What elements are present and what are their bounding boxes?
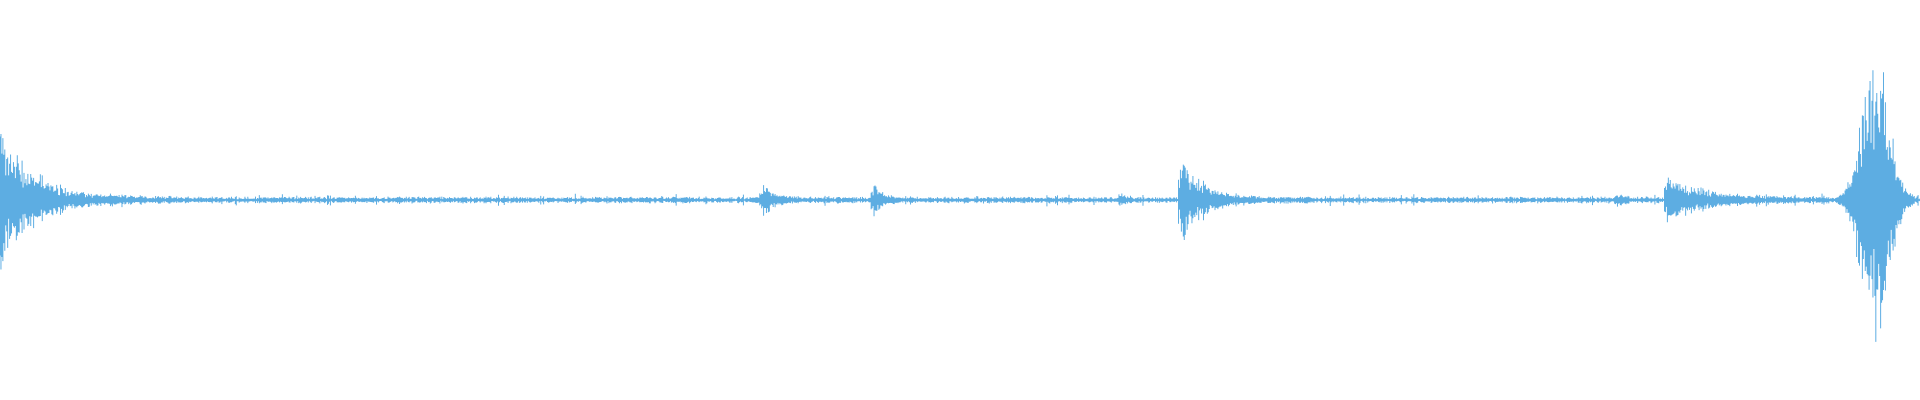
waveform-trace <box>0 70 1920 342</box>
